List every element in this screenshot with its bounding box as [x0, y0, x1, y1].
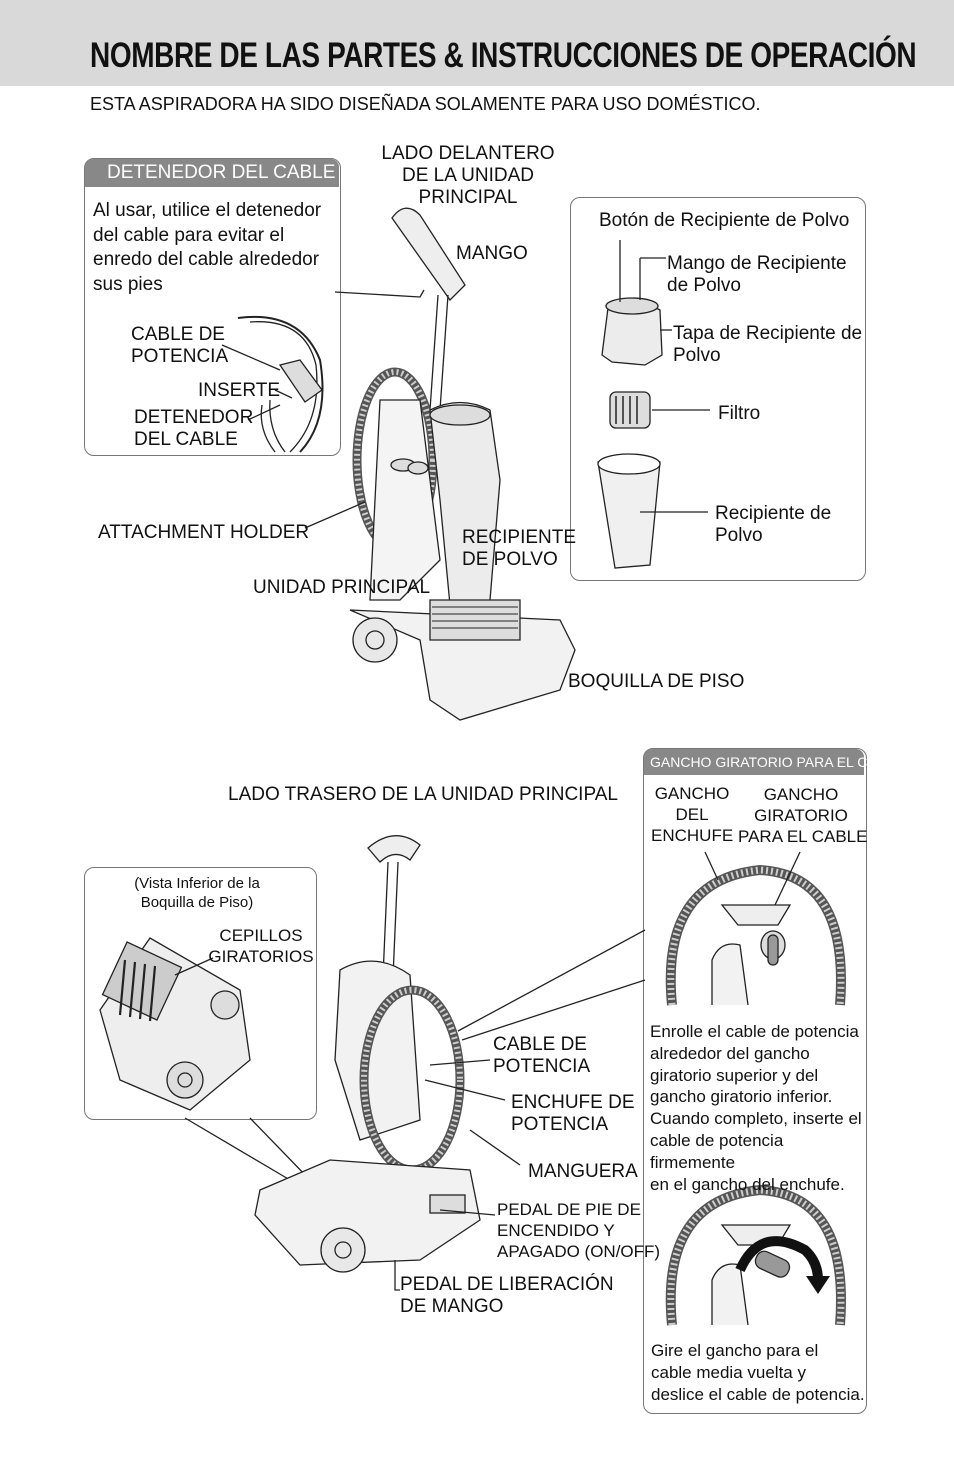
- text-line: Al usar, utilice el detenedor: [93, 200, 322, 221]
- text-line: GIRATORIO: [754, 806, 848, 825]
- label-hose: MANGUERA: [528, 1161, 638, 1182]
- label-power-plug: ENCHUFE DE POTENCIA: [511, 1092, 635, 1136]
- text-line: DEL CABLE: [134, 429, 238, 450]
- label-brushes: CEPILLOS GIRATORIOS: [206, 925, 316, 967]
- rear-vacuum-illustration: [254, 835, 481, 1273]
- text-line: DETENEDOR: [134, 407, 254, 428]
- text-line: sus pies: [93, 273, 163, 295]
- label-floor-nozzle: BOQUILLA DE PISO: [568, 671, 745, 692]
- swivel-hook-box: [643, 748, 867, 1414]
- swivel-instruction-2: Gire el gancho para el cable media vuelt…: [651, 1340, 865, 1405]
- label-power-cord-detail: CABLE DE POTENCIA: [131, 324, 228, 368]
- dust-parts-illustration: [597, 240, 710, 569]
- text-line: DEL: [675, 805, 709, 824]
- text-line: DE MANGO: [400, 1296, 504, 1317]
- text-line: del cable para evitar el: [93, 224, 285, 246]
- text-line: GIRATORIOS: [208, 947, 314, 966]
- text-line: DE POLVO: [462, 549, 558, 570]
- label-insert: INSERTE: [198, 380, 281, 401]
- text-line: alrededor del gancho: [650, 1043, 810, 1063]
- front-view-heading: LADO DELANTERO DE LA UNIDAD PRINCIPAL: [378, 143, 558, 209]
- bottom-view-caption: (Vista Inferior de la Boquilla de Piso): [112, 874, 282, 912]
- text-line: POTENCIA: [511, 1114, 609, 1135]
- text-line: RECIPIENTE: [462, 527, 577, 548]
- text-line: CABLE DE: [131, 324, 225, 345]
- text-line: POTENCIA: [493, 1056, 591, 1077]
- text-line: cable media vuelta y: [651, 1362, 806, 1382]
- text-line: Cuando completo, inserte el: [650, 1109, 862, 1129]
- text-line: Recipiente de: [715, 503, 832, 524]
- header-band: [0, 0, 954, 86]
- text-line: PEDAL DE LIBERACIÓN: [400, 1274, 614, 1295]
- label-cord-holder: DETENEDOR DEL CABLE: [134, 407, 253, 451]
- label-on-off-pedal: PEDAL DE PIE DE ENCENDIDO Y APAGADO (ON/…: [497, 1199, 660, 1262]
- label-power-cord: CABLE DE POTENCIA: [493, 1034, 590, 1078]
- text-line: APAGADO (ON/OFF): [497, 1242, 661, 1261]
- text-line: Polvo: [715, 525, 763, 546]
- text-line: Boquilla de Piso): [140, 894, 254, 911]
- label-swivel-hook: GANCHO GIRATORIO PARA EL CABLE: [738, 784, 868, 847]
- cord-holder-instructions: Al usar, utilice el detenedor del cable …: [93, 199, 321, 297]
- label-main-unit: UNIDAD PRINCIPAL: [253, 577, 431, 598]
- label-dust-container-part: Recipiente de Polvo: [715, 503, 831, 547]
- text-line: PEDAL DE PIE DE: [497, 1200, 641, 1219]
- label-attachment-holder: ATTACHMENT HOLDER: [98, 522, 310, 543]
- text-line: PARA EL CABLE: [738, 827, 868, 846]
- text-line: de Polvo: [667, 275, 741, 296]
- text-line: ENCHUFE: [651, 826, 734, 845]
- text-line: enredo del cable alrededor: [93, 249, 320, 270]
- text-line: giratorio superior y del: [650, 1065, 819, 1085]
- text-line: LADO DELANTERO: [381, 143, 555, 164]
- cord-holder-box: [84, 158, 341, 456]
- text-line: (Vista Inferior de la: [134, 875, 260, 892]
- text-line: cable de potencia firmemente: [650, 1130, 784, 1172]
- text-line: GANCHO: [763, 785, 839, 804]
- swivel-hook-heading: GANCHO GIRATORIO PARA EL CABLE: [644, 749, 903, 775]
- front-vacuum-illustration: [349, 207, 576, 721]
- swivel-hook-illustration-2: [665, 1184, 846, 1326]
- text-line: CABLE DE: [493, 1034, 587, 1055]
- text-line: Tapa de Recipiente de: [673, 323, 863, 344]
- page-title: NOMBRE DE LAS PARTES & INSTRUCCIONES DE …: [90, 36, 917, 75]
- text-line: Polvo: [673, 345, 721, 366]
- text-line: GANCHO: [654, 784, 730, 803]
- text-line: DE LA UNIDAD: [402, 165, 534, 186]
- bottom-view-illustration: [99, 937, 251, 1111]
- text-line: Gire el gancho para el: [651, 1341, 819, 1360]
- label-dust-handle: Mango de Recipiente de Polvo: [667, 253, 847, 297]
- text-line: ENCHUFE DE: [511, 1092, 635, 1113]
- text-line: POTENCIA: [131, 346, 229, 367]
- rear-view-heading: LADO TRASERO DE LA UNIDAD PRINCIPAL: [228, 784, 618, 805]
- swivel-hook-illustration-1: [665, 864, 846, 1006]
- text-line: gancho giratorio inferior.: [650, 1087, 833, 1107]
- label-handle-release: PEDAL DE LIBERACIÓN DE MANGO: [400, 1274, 614, 1318]
- label-dust-container: RECIPIENTE DE POLVO: [462, 527, 576, 571]
- text-line: deslice el cable de potencia.: [651, 1384, 865, 1404]
- cord-holder-illustration: [237, 316, 324, 453]
- text-line: Mango de Recipiente: [667, 253, 847, 274]
- cord-holder-heading: DETENEDOR DEL CABLE: [85, 159, 339, 187]
- label-dust-button: Botón de Recipiente de Polvo: [599, 210, 850, 231]
- page-subtitle: ESTA ASPIRADORA HA SIDO DISEÑADA SOLAMEN…: [90, 94, 761, 114]
- label-handle: MANGO: [456, 243, 528, 264]
- swivel-instruction-1: Enrolle el cable de potencia alrededor d…: [650, 1021, 864, 1195]
- label-dust-lid: Tapa de Recipiente de Polvo: [673, 323, 862, 367]
- text-line: en el gancho del enchufe.: [650, 1174, 845, 1194]
- label-plug-hook: GANCHO DEL ENCHUFE: [651, 783, 733, 846]
- text-line: CEPILLOS: [219, 926, 303, 945]
- text-line: Enrolle el cable de potencia: [650, 1022, 859, 1041]
- label-filter: Filtro: [718, 403, 761, 424]
- text-line: ENCENDIDO Y: [497, 1221, 615, 1240]
- text-line: PRINCIPAL: [418, 187, 518, 208]
